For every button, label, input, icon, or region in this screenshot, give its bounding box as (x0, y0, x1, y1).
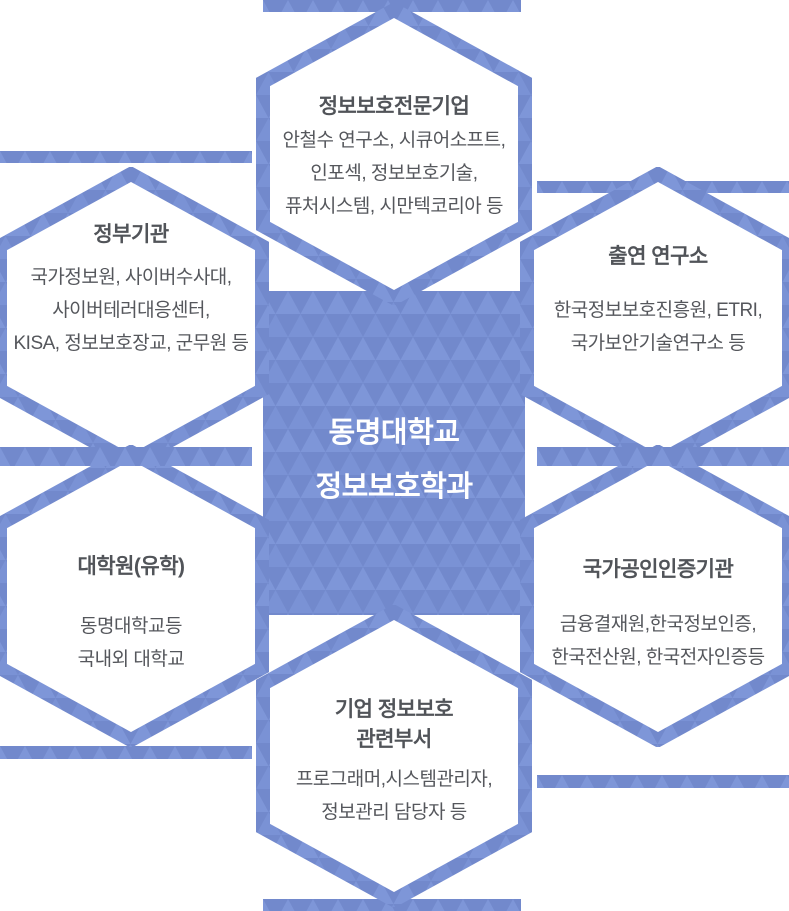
hexagon-body: 국가정보원, 사이버수사대, 사이버테러대응센터, KISA, 정보보호장교, … (0, 261, 269, 360)
hexagon-body-line: 사이버테러대응센터, (52, 300, 210, 321)
hexagon-body-line: 퓨처시스템, 시만텍코리아 등 (284, 196, 504, 217)
hexagon-body-line: 국내외 대학교 (77, 649, 185, 670)
hexagon-body-line: 국가정보원, 사이버수사대, (30, 267, 232, 288)
hexagon-security-companies: 정보보호전문기업 안철수 연구소, 시큐어소프트, 인포섹, 정보보호기술, 퓨… (256, 3, 532, 305)
hexagon-body: 프로그래머,시스템관리자, 정보관리 담당자 등 (256, 763, 532, 829)
hexagon-outline (256, 605, 532, 907)
hexagon-body-line: 동명대학교등 (80, 616, 182, 637)
hexagon-graduate-school: 대학원(유학) 동명대학교등 국내외 대학교 (0, 445, 269, 747)
hexagon-body: 한국정보보호진흥원, ETRI, 국가보안기술연구소 등 (520, 294, 789, 360)
hexagon-body: 안철수 연구소, 시큐어소프트, 인포섹, 정보보호기술, 퓨처시스템, 시만텍… (256, 124, 532, 223)
hexagon-body-line: 금융결재원,한국정보인증, (559, 614, 757, 635)
hexagon-title: 정보보호전문기업 (318, 95, 470, 118)
hexagon-corporate-departments: 기업 정보보호 관련부서 프로그래머,시스템관리자, 정보관리 담당자 등 (256, 605, 532, 907)
center-title-university: 동명대학교 (328, 417, 460, 449)
left-bottom-band (0, 746, 252, 759)
hexagon-title: 출연 연구소 (608, 245, 708, 268)
hexagon-research-institutes: 출연 연구소 한국정보보호진흥원, ETRI, 국가보안기술연구소 등 (520, 167, 789, 469)
hexagon-body-line: 한국전산원, 한국전자인증등 (551, 647, 765, 668)
hexagon-body-line: 안철수 연구소, 시큐어소프트, (282, 130, 506, 151)
hexagon-body-line: 정보관리 담당자 등 (321, 802, 467, 823)
center-title-department: 정보보호학과 (315, 471, 473, 503)
hexagon-title: 국가공인인증기관 (582, 558, 734, 581)
hexagon-title: 기업 정보보호 관련부서 (334, 698, 454, 751)
hexagon-body-line: 프로그래머,시스템관리자, (295, 769, 493, 790)
hexagon-outline (256, 3, 532, 305)
hexagon-body-line: 인포섹, 정보보호기술, (310, 163, 478, 184)
hexagon-body-line: 국가보안기술연구소 등 (570, 333, 746, 354)
center-column (263, 291, 525, 615)
hexagon-body: 금융결재원,한국정보인증, 한국전산원, 한국전자인증등 (520, 608, 789, 674)
left-top-band (0, 151, 252, 163)
hexagon-government: 정부기관 국가정보원, 사이버수사대, 사이버테러대응센터, KISA, 정보보… (0, 167, 269, 469)
hexagon-body-line: 한국정보보호진흥원, ETRI, (553, 300, 763, 321)
right-connector-band (537, 447, 789, 466)
hexagon-body-line: KISA, 정보보호장교, 군무원 등 (13, 333, 250, 354)
hexagon-outline (520, 445, 789, 747)
right-bottom-band (537, 775, 789, 788)
hexagon-outline (0, 445, 269, 747)
hexagon-certification-bodies: 국가공인인증기관 금융결재원,한국정보인증, 한국전산원, 한국전자인증등 (520, 445, 789, 747)
hexagon-title: 대학원(유학) (77, 555, 185, 578)
left-connector-band (0, 447, 252, 466)
hexagon-title: 정부기관 (93, 223, 169, 246)
hexagon-body: 동명대학교등 국내외 대학교 (0, 610, 269, 676)
